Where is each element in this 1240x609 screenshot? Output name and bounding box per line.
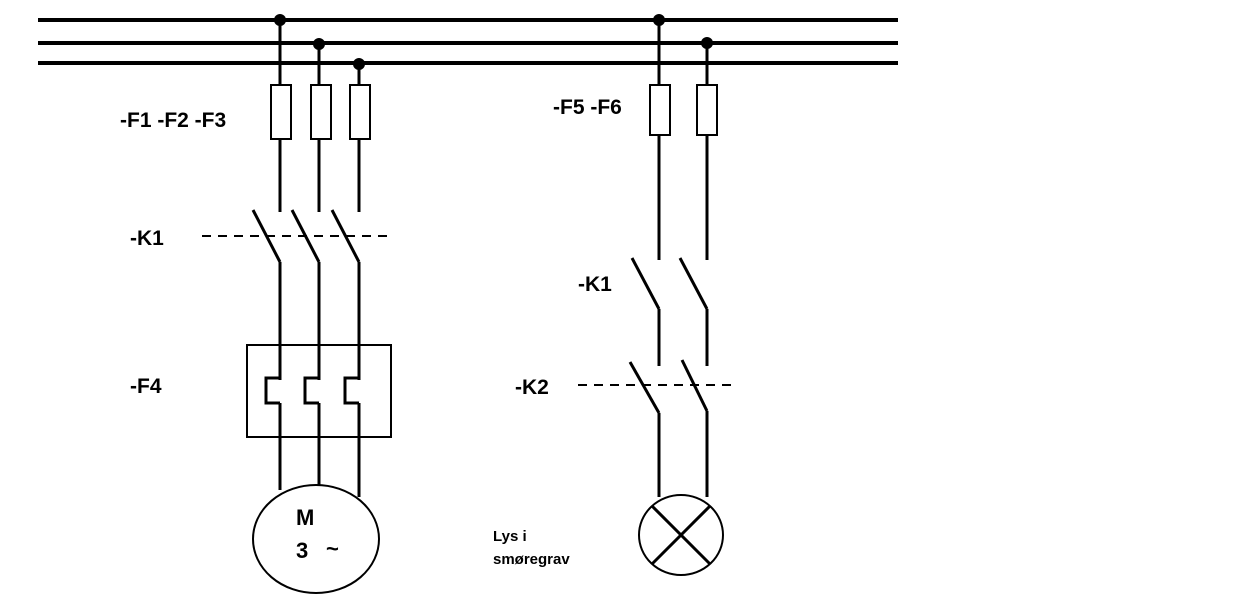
- thermal-element: [343, 376, 359, 405]
- motor-circuit: [202, 20, 392, 594]
- contact-k1-b: [678, 257, 709, 310]
- motor-label-m: M: [296, 505, 314, 530]
- lamp-caption-line2: smøregrav: [493, 551, 570, 568]
- lamp-symbol: [638, 494, 724, 576]
- fuse-f5: [649, 84, 671, 136]
- thermal-element: [303, 376, 319, 405]
- bus-bars: [38, 18, 898, 65]
- motor-symbol: [252, 484, 380, 594]
- contact-k1-a: [630, 257, 661, 310]
- thermal-element: [264, 376, 280, 405]
- fuse-f1: [270, 84, 292, 140]
- fuse-f6: [696, 84, 718, 136]
- label-k1-lamp: -K1: [578, 273, 612, 296]
- fuse-f2: [310, 84, 332, 140]
- contact-k1-3: [330, 209, 361, 263]
- label-k2: -K2: [515, 376, 549, 399]
- fuse-f3: [349, 84, 371, 140]
- lamp-circuit: [578, 20, 738, 576]
- label-fuses-f1-f3: -F1 -F2 -F3: [120, 109, 226, 132]
- lamp-caption-line1: Lys i: [493, 528, 527, 545]
- label-f4: -F4: [130, 375, 162, 398]
- motor-label-ac: ~: [326, 536, 339, 561]
- label-fuses-f5-f6: -F5 -F6: [553, 96, 622, 119]
- motor-label-phase: 3: [296, 538, 308, 563]
- contact-k2-a: [628, 361, 661, 414]
- label-k1-motor: -K1: [130, 227, 164, 250]
